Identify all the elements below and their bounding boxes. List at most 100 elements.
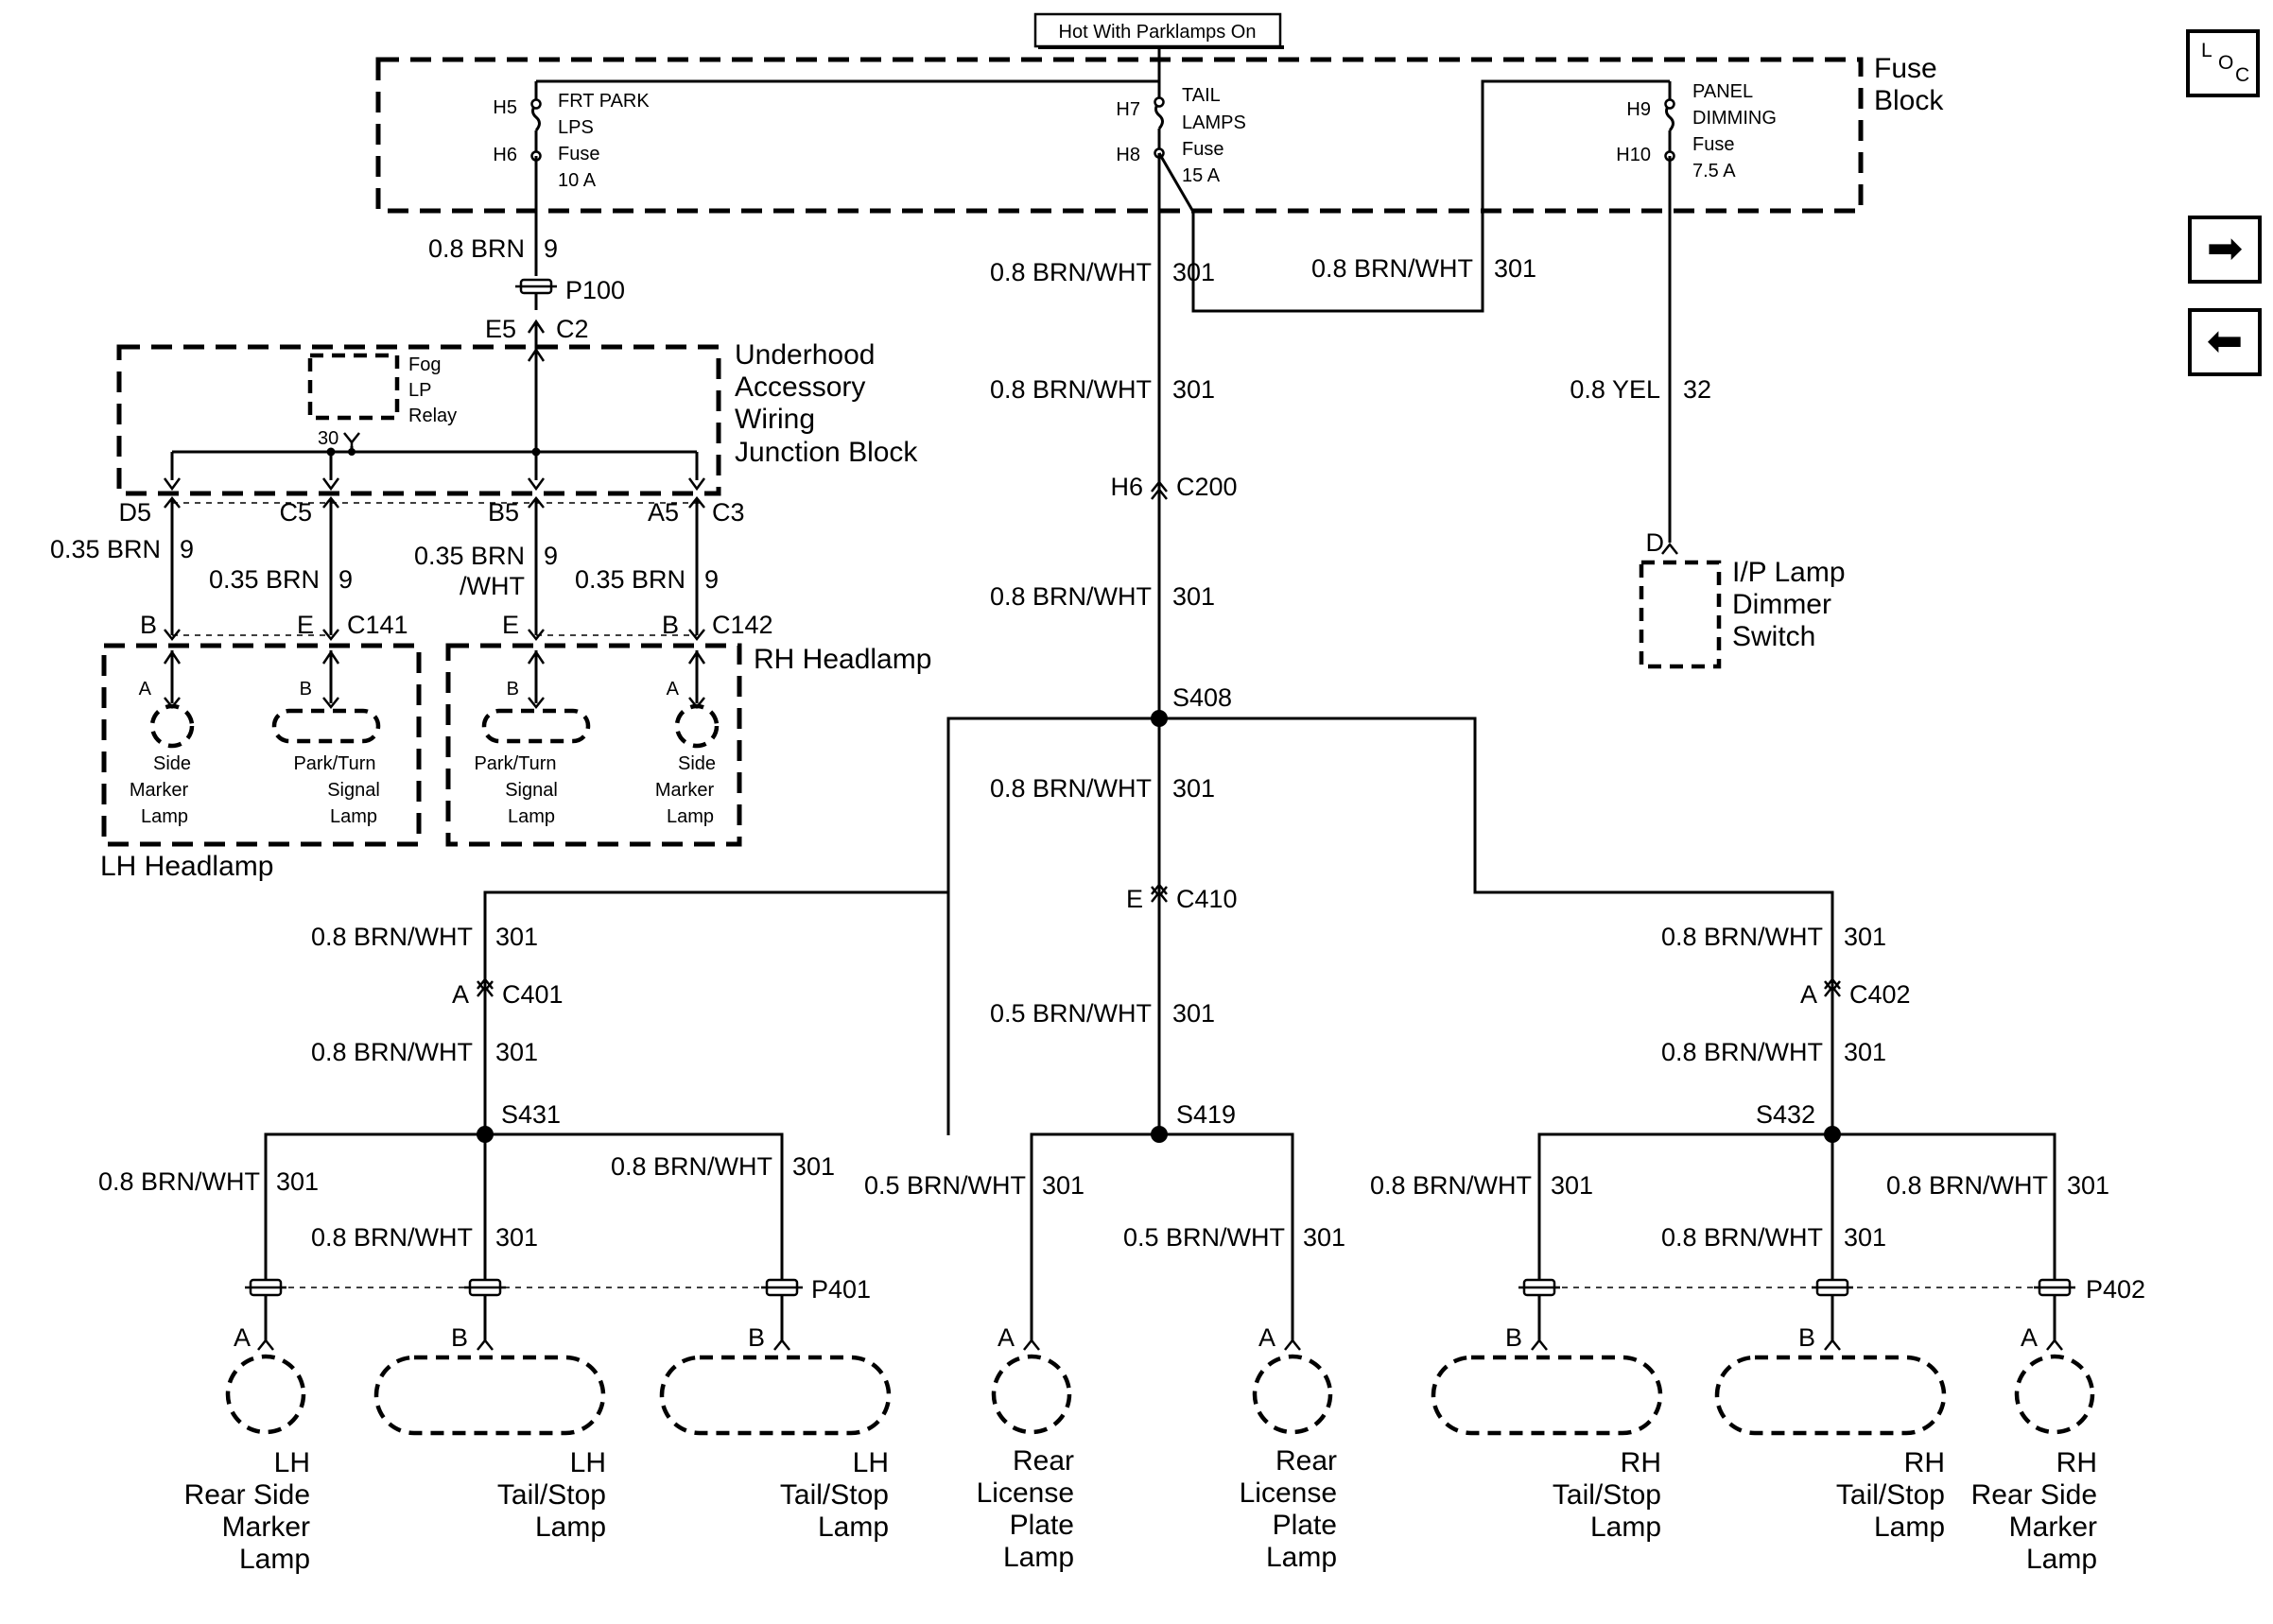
dimmer-line-1: I/P Lamp <box>1732 557 1846 588</box>
fuse2-in-pin: H7 <box>1116 99 1140 120</box>
previous-page-button[interactable]: ⬅ <box>2188 308 2262 376</box>
dimmer-line-2: Dimmer <box>1732 589 1831 620</box>
rh-park-pin: B <box>507 679 519 700</box>
wire8-color: 0.5 BRN/WHT <box>990 999 1152 1028</box>
c142-label: C142 <box>712 611 773 639</box>
loc-button[interactable]: L O C <box>2186 29 2260 97</box>
fuse1-line-3: Fuse <box>558 144 599 164</box>
lamp1-line-3: Marker <box>222 1512 310 1543</box>
d5-label: D5 <box>118 498 151 527</box>
wire20-color: 0.8 BRN/WHT <box>1886 1171 2048 1200</box>
fuse1-in-pin: H5 <box>493 97 517 118</box>
fuse1-line-4: 10 A <box>558 170 597 191</box>
lamp8-line-4: Lamp <box>2026 1544 2097 1575</box>
fuse1-out-pin: H6 <box>493 145 517 165</box>
lh-park-line-1: Park/Turn <box>293 753 375 774</box>
wire24-circuit: 9 <box>704 565 719 594</box>
rear-lamp7-pin: B <box>1798 1323 1815 1352</box>
s408-label: S408 <box>1172 683 1232 712</box>
c141-pin-e: E <box>297 611 314 639</box>
fuse3-in-pin: H9 <box>1626 99 1651 120</box>
lamp3-line-2: Tail/Stop <box>780 1479 889 1511</box>
relay-line-2: LP <box>408 380 431 401</box>
wire10-color: 0.8 BRN/WHT <box>311 1038 473 1066</box>
lamp2-line-2: Tail/Stop <box>497 1479 606 1511</box>
rh-park-line-2: Signal <box>505 780 558 801</box>
rh-side-pin: A <box>667 679 680 700</box>
wire2-circuit: 301 <box>1172 258 1215 286</box>
wire1-color: 0.8 BRN <box>428 234 525 263</box>
relay-pin-30: 30 <box>318 428 338 449</box>
lh-side-line-2: Marker <box>130 780 189 801</box>
c5-label: C5 <box>279 498 312 527</box>
lamp5-line-2: License <box>1240 1477 1337 1509</box>
ip-lamp-dimmer-switch: I/P Lamp Dimmer Switch <box>1639 557 1846 669</box>
rear-lamp1-pin: A <box>234 1323 251 1352</box>
wire3-color: 0.8 BRN/WHT <box>1311 254 1473 283</box>
wire11-color: 0.8 BRN/WHT <box>98 1167 260 1196</box>
lamp5-line-1: Rear <box>1275 1445 1337 1477</box>
fuse3-out-pin: H10 <box>1616 145 1651 165</box>
wire9-color: 0.8 BRN/WHT <box>311 923 473 951</box>
wire15-color: 0.8 BRN/WHT <box>1661 1038 1823 1066</box>
lamp3-line-3: Lamp <box>818 1512 889 1543</box>
rh-headlamp: RH Headlamp B Park/Turn Signal Lamp A Si… <box>445 643 931 847</box>
jb-title-3: Wiring <box>735 404 815 435</box>
a5-label: A5 <box>648 498 679 527</box>
rear-lamp4-pin: A <box>998 1323 1015 1352</box>
wire12-circuit: 301 <box>495 1223 538 1252</box>
next-page-button[interactable]: ➡ <box>2188 216 2262 284</box>
hot-with-parklamps-label-group: Hot With Parklamps On <box>1033 12 1284 60</box>
lamp2-line-1: LH <box>570 1447 606 1478</box>
lamp3-line-1: LH <box>853 1447 889 1478</box>
wire21-color: 0.35 BRN <box>50 535 161 563</box>
fuse3-line-1: PANEL <box>1692 81 1753 102</box>
lamp4-line-2: License <box>977 1477 1074 1509</box>
rh-park-line-1: Park/Turn <box>474 753 556 774</box>
c200-label: C200 <box>1176 473 1238 501</box>
p100-label: P100 <box>565 276 625 304</box>
rh-rear-side-marker-bulb <box>2014 1354 2095 1435</box>
s432-label: S432 <box>1756 1100 1815 1129</box>
p100-connector: P100 <box>515 276 625 304</box>
front-wires <box>164 495 705 635</box>
wire22-color: 0.35 BRN <box>209 565 320 594</box>
fog-lp-relay <box>307 353 400 421</box>
p402-connector: P402 <box>1518 1275 2145 1304</box>
c410-pin: E <box>1126 885 1143 913</box>
wire6-circuit: 301 <box>1172 582 1215 611</box>
s431-label: S431 <box>501 1100 561 1129</box>
lh-park-turn-lamp-bulb <box>271 708 381 744</box>
rh-side-marker-lamp-bulb <box>674 703 720 749</box>
jb-title-1: Underhood <box>735 339 875 371</box>
c200-pin: H6 <box>1110 473 1143 501</box>
wire11-circuit: 301 <box>276 1167 319 1196</box>
c2-label: C2 <box>556 315 589 343</box>
fuse3-line-3: Fuse <box>1692 134 1734 155</box>
wire19-color: 0.8 BRN/WHT <box>1661 1223 1823 1252</box>
junction-block-outline <box>116 344 721 496</box>
wire14-color: 0.8 BRN/WHT <box>1661 923 1823 951</box>
p402-label: P402 <box>2086 1275 2145 1304</box>
wire4-color: 0.8 YEL <box>1570 375 1660 404</box>
hot-with-parklamps-label: Hot With Parklamps On <box>1059 22 1257 43</box>
c3-label: C3 <box>712 498 745 527</box>
wire18-circuit: 301 <box>1551 1171 1593 1200</box>
loc-l: L <box>2201 40 2212 61</box>
jb-title-2: Accessory <box>735 371 865 403</box>
rear-lamp5-pin: A <box>1258 1323 1275 1352</box>
wire9-circuit: 301 <box>495 923 538 951</box>
e5-label: E5 <box>485 315 516 343</box>
rear-lamp3-pin: B <box>748 1323 765 1352</box>
fuse-block-outline <box>375 57 1864 214</box>
wire22-circuit: 9 <box>338 565 353 594</box>
rear-lamp6-pin: B <box>1505 1323 1522 1352</box>
rh-park-line-3: Lamp <box>508 806 555 827</box>
c410-label: C410 <box>1176 885 1238 913</box>
wire24-color: 0.35 BRN <box>575 565 685 594</box>
wire23-color-a: 0.35 BRN <box>414 542 525 570</box>
c141-label: C141 <box>347 611 408 639</box>
wire8-circuit: 301 <box>1172 999 1215 1028</box>
fuse-block-title-1: Fuse <box>1874 53 1937 84</box>
rear-lamp-labels: LH Rear Side Marker Lamp LH Tail/Stop La… <box>184 1445 2097 1575</box>
